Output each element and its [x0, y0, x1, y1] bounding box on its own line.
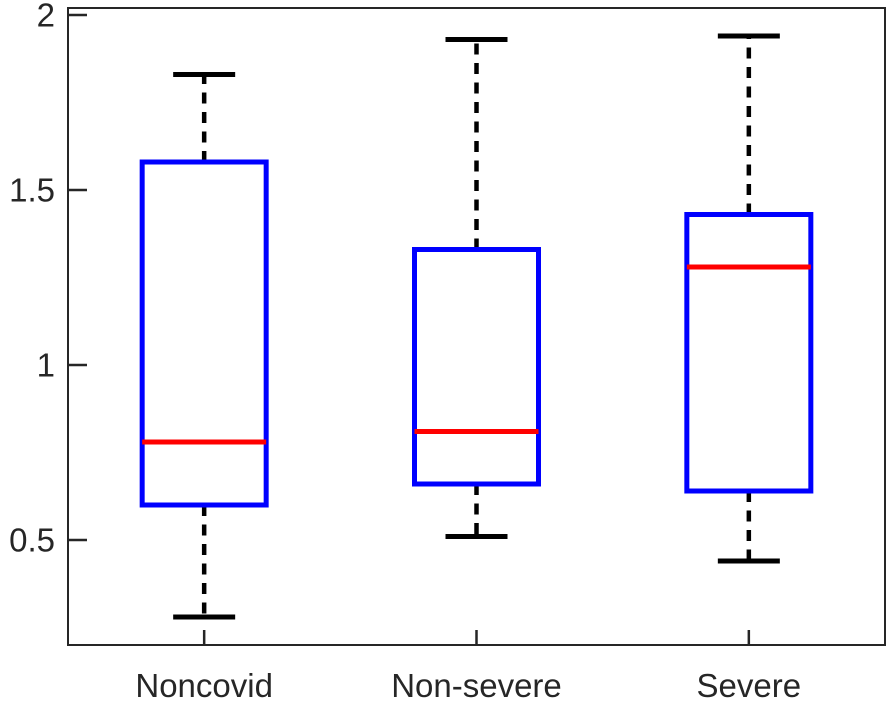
- iqr-box-noncovid: [139, 159, 269, 508]
- x-tick-label: Severe: [697, 667, 802, 704]
- y-tick-label: 1.5: [9, 172, 55, 209]
- x-tick-label: Non-severe: [391, 667, 562, 704]
- x-tick-label: Noncovid: [135, 667, 273, 704]
- y-tick-label: 1: [37, 347, 55, 384]
- iqr-box-severe: [684, 212, 814, 494]
- iqr-box-non-severe: [412, 247, 541, 487]
- y-tick-label: 2: [37, 0, 55, 34]
- y-tick-label: 0.5: [9, 522, 55, 559]
- plot-border: [67, 7, 886, 646]
